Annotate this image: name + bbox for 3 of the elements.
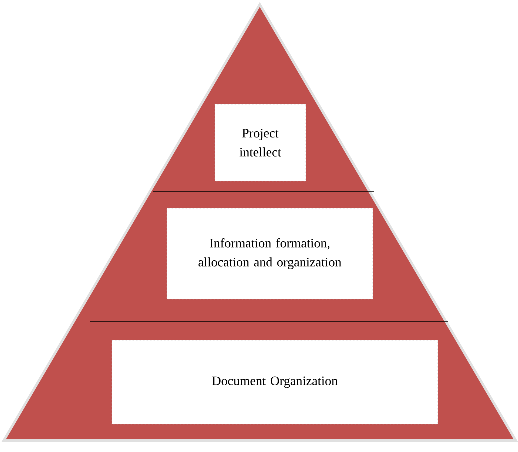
text-box: Information formation, allocation and organization bbox=[166, 208, 374, 300]
text-box: Document Organization bbox=[112, 340, 438, 425]
text-box: Project intellect bbox=[214, 104, 306, 182]
